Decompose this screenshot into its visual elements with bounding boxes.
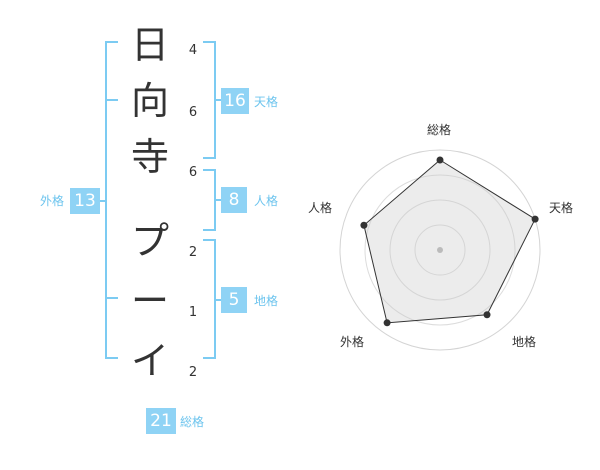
radar-point — [531, 215, 539, 223]
stroke-count-5: 1 — [188, 305, 198, 320]
soukaku-label: 総格 — [180, 415, 205, 429]
tenkaku-label: 天格 — [254, 95, 279, 109]
stroke-count-6: 2 — [188, 365, 198, 380]
chikaku-label: 地格 — [254, 294, 279, 308]
radar-grid-ring — [389, 199, 491, 301]
name-char-5: ー — [130, 279, 169, 323]
gaikaku-value: 13 — [70, 188, 100, 214]
radar-label-chikaku: 地格 — [512, 335, 537, 349]
radar-center-dot — [437, 247, 443, 253]
chikaku-value: 5 — [221, 287, 247, 313]
name-char-1: 日 — [130, 23, 169, 67]
gaikaku-label: 外格 — [40, 194, 65, 208]
radar-label-soukaku: 総格 — [427, 123, 452, 137]
radar-label-jinkaku: 人格 — [308, 201, 333, 215]
tenkaku-value: 16 — [221, 88, 249, 114]
stroke-count-4: 2 — [188, 245, 198, 260]
jinkaku-label: 人格 — [254, 194, 279, 208]
radar-point — [436, 156, 444, 164]
soukaku-value: 21 — [146, 408, 176, 434]
radar-point — [360, 221, 368, 229]
jinkaku-value: 8 — [221, 187, 247, 213]
radar-grid-ring — [414, 224, 466, 276]
stroke-count-1: 4 — [188, 43, 198, 58]
radar-label-tenkaku: 天格 — [549, 201, 574, 215]
stroke-count-3: 6 — [188, 165, 198, 180]
name-char-6: イ — [130, 339, 169, 383]
radar-grid-ring — [364, 174, 516, 326]
radar-score-polygon — [363, 159, 536, 324]
name-char-2: 向 — [130, 79, 169, 123]
radar-point — [383, 319, 391, 327]
name-char-3: 寺 — [130, 135, 169, 179]
stroke-count-2: 6 — [188, 105, 198, 120]
radar-label-gaikaku: 外格 — [340, 335, 365, 349]
radar-point — [483, 311, 491, 319]
name-char-4: プ — [130, 219, 169, 263]
